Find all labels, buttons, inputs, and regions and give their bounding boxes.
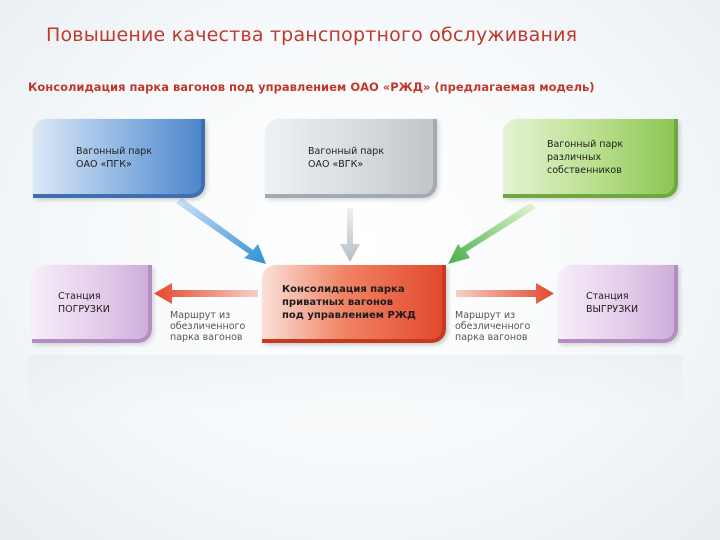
arrow-to-unloading-station [456, 283, 554, 304]
loading-station-box: Станция ПОГРУЗКИ [32, 265, 152, 343]
floor-reflection [28, 355, 683, 415]
arrow-vgk-to-consolidation [340, 208, 360, 262]
unloading-station-label: Станция ВЫГРУЗКИ [586, 291, 639, 315]
route-right-label: Маршрут из обезличенного парка вагонов [455, 310, 531, 343]
consolidation-box: Консолидация парка приватных вагонов под… [262, 265, 446, 343]
arrow-owners-to-consolidation [448, 203, 536, 264]
arrow-to-loading-station [154, 283, 258, 304]
loading-station-label: Станция ПОГРУЗКИ [58, 291, 110, 315]
pgk-fleet-label: Вагонный парк ОАО «ПГК» [76, 146, 153, 170]
diagram-subtitle: Консолидация парка вагонов под управлени… [28, 80, 595, 94]
owners-fleet-label: Вагонный парк различных собственников [547, 139, 624, 176]
slide-title: Повышение качества транспортного обслужи… [46, 24, 578, 46]
consolidation-label: Консолидация парка приватных вагонов под… [282, 284, 416, 321]
arrow-pgk-to-consolidation [176, 198, 266, 264]
pgk-fleet-box: Вагонный парк ОАО «ПГК» [33, 119, 205, 198]
route-left-label: Маршрут из обезличенного парка вагонов [170, 310, 246, 343]
owners-fleet-box: Вагонный парк различных собственников [503, 119, 678, 198]
unloading-station-box: Станция ВЫГРУЗКИ [558, 265, 678, 343]
vgk-fleet-box: Вагонный парк ОАО «ВГК» [265, 119, 437, 198]
vgk-fleet-label: Вагонный парк ОАО «ВГК» [308, 146, 385, 170]
